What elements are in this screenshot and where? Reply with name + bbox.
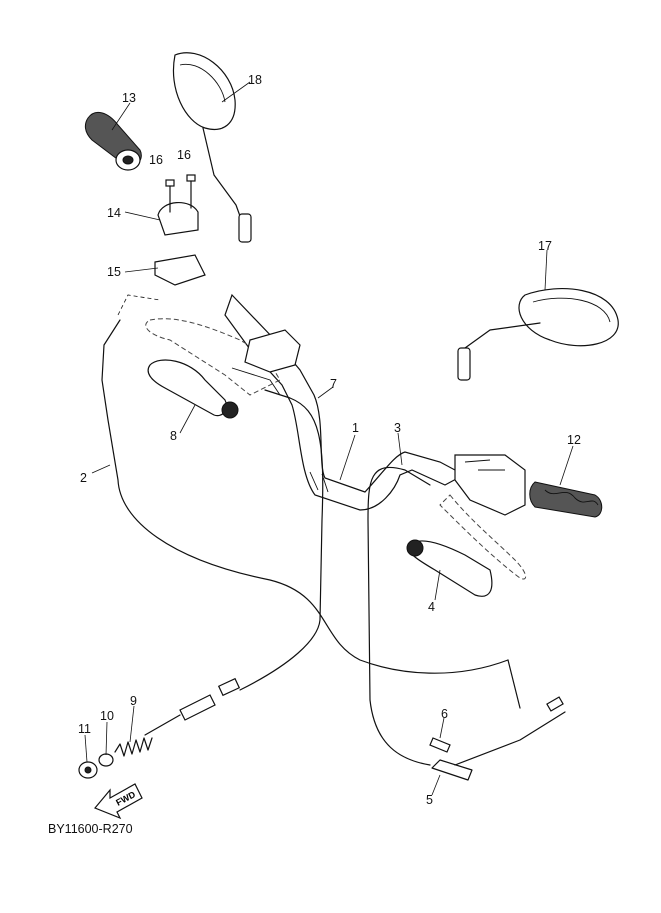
spring xyxy=(114,737,153,757)
callouts: 1 2 3 4 5 6 7 8 9 10 11 12 13 14 15 16 1… xyxy=(78,73,581,807)
part-code: BY11600-R270 xyxy=(48,822,133,836)
left-switch-housing xyxy=(231,329,301,396)
right-switch-housing xyxy=(454,454,526,516)
callout-17: 17 xyxy=(538,239,552,253)
throttle-cable xyxy=(101,319,509,674)
throttle-housing xyxy=(154,202,206,286)
callout-4: 4 xyxy=(428,600,435,614)
callout-16a: 16 xyxy=(149,153,163,167)
callout-14: 14 xyxy=(107,206,121,220)
right-grip xyxy=(529,481,603,518)
screws xyxy=(165,174,196,213)
right-lever-cover xyxy=(406,539,493,597)
throttle-cable-end xyxy=(507,659,521,709)
callout-11: 11 xyxy=(78,722,91,736)
left-grip xyxy=(84,111,142,171)
callout-8: 8 xyxy=(170,429,177,443)
handlebar xyxy=(224,293,459,511)
callout-1: 1 xyxy=(352,421,359,435)
callout-2: 2 xyxy=(80,471,87,485)
callout-10: 10 xyxy=(100,709,114,723)
cable-7 xyxy=(239,389,324,691)
right-mirror xyxy=(457,287,619,381)
callout-9: 9 xyxy=(130,694,137,708)
collars xyxy=(78,753,114,779)
fwd-arrow: FWD xyxy=(94,783,143,820)
left-mirror xyxy=(173,52,252,243)
callout-6: 6 xyxy=(441,707,448,721)
cable-3 xyxy=(367,466,431,766)
callout-5: 5 xyxy=(426,793,433,807)
callout-18: 18 xyxy=(248,73,262,87)
callout-16b: 16 xyxy=(177,148,191,162)
clip-and-bolt xyxy=(429,737,473,781)
callout-3: 3 xyxy=(394,421,401,435)
right-lever-outline xyxy=(439,494,527,580)
callout-7: 7 xyxy=(330,377,337,391)
left-lever-cover xyxy=(147,359,239,419)
callout-12: 12 xyxy=(567,433,581,447)
callout-13: 13 xyxy=(122,91,136,105)
callout-15: 15 xyxy=(107,265,121,279)
cable-adjuster xyxy=(144,677,241,736)
